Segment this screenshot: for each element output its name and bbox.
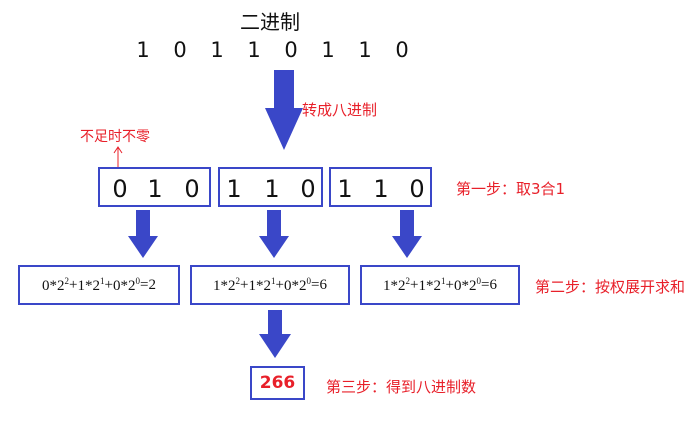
binary-digit: 1 [136, 38, 150, 62]
formula-term: 0*22 [42, 275, 70, 294]
formula-term: 1*21 [77, 275, 105, 294]
step2-label: 第二步：按权展开求和 [535, 278, 686, 296]
formula-term: 1*21 [248, 275, 276, 294]
group-digit: 1 [373, 175, 389, 203]
formula-term: 0*20 [283, 275, 311, 294]
group-box-2: 1 1 0 [218, 167, 323, 207]
binary-digit: 0 [284, 38, 298, 62]
formula-term: 0*20 [453, 275, 481, 294]
formula-result: 6 [489, 276, 497, 293]
big-arrow [265, 70, 303, 150]
step1-label: 第一步：取3合1 [456, 180, 566, 198]
formula-term: 1*22 [213, 275, 241, 294]
group-box-3: 1 1 0 [329, 167, 432, 207]
binary-digit: 1 [321, 38, 335, 62]
arrow-group1 [128, 210, 158, 258]
formula-term: 1*22 [383, 275, 411, 294]
step3-label: 第三步：得到八进制数 [326, 378, 477, 396]
diagram-title: 二进制 [240, 10, 300, 34]
group-digit: 0 [300, 175, 316, 203]
group-digit: 0 [184, 175, 200, 203]
binary-digit: 1 [210, 38, 224, 62]
group-box-1: 0 1 0 [98, 167, 211, 207]
binary-digit: 1 [247, 38, 261, 62]
group-digit: 0 [409, 175, 425, 203]
arrow-group3 [392, 210, 422, 258]
group-digit: 1 [337, 175, 353, 203]
convert-label: 转成八进制 [302, 101, 378, 119]
arrow-result [259, 310, 291, 358]
formula-term: 1*21 [418, 275, 446, 294]
formula-result: 6 [319, 276, 327, 293]
formula-box-2: 1*22 + 1*21 + 0*20 = 6 [190, 265, 350, 305]
pad-note: 不足时不零 [80, 129, 150, 145]
binary-digit: 0 [173, 38, 187, 62]
group-digit: 1 [226, 175, 242, 203]
formula-box-1: 0*22 + 1*21 + 0*20 = 2 [18, 265, 180, 305]
group-digit: 1 [264, 175, 280, 203]
group-digit: 0 [112, 175, 128, 203]
formula-box-3: 1*22 + 1*21 + 0*20 = 6 [360, 265, 520, 305]
binary-digit: 0 [395, 38, 409, 62]
binary-digit: 1 [358, 38, 372, 62]
group-digit: 1 [147, 175, 163, 203]
formula-result: 2 [148, 276, 156, 293]
arrow-group2 [259, 210, 289, 258]
formula-term: 0*20 [112, 275, 140, 294]
result-value: 266 [259, 373, 296, 393]
result-box: 266 [250, 366, 305, 400]
